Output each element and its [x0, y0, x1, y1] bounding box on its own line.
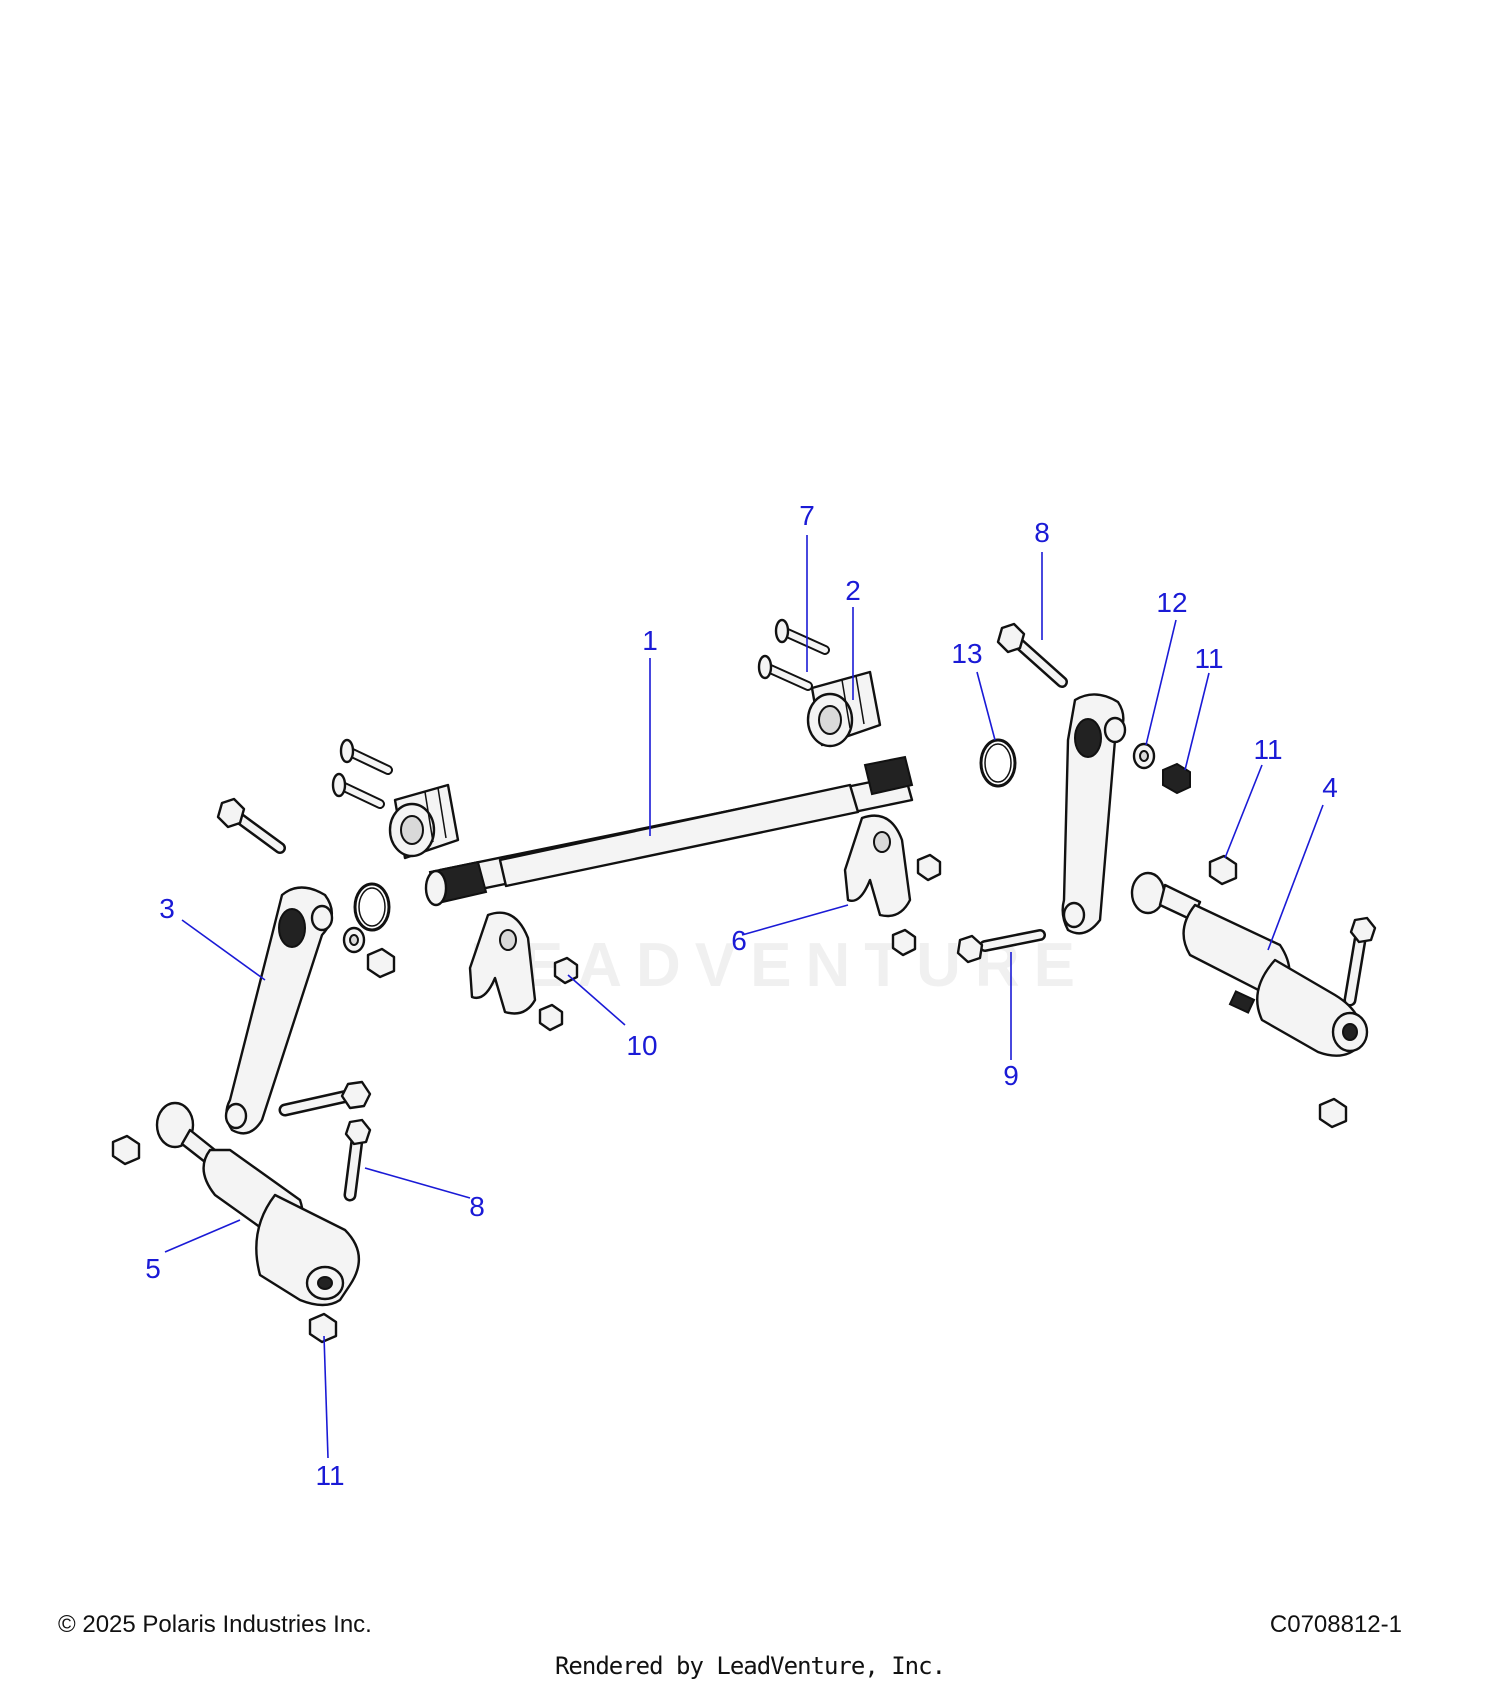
shock-bolt-left-horizontal[interactable] — [278, 1080, 372, 1117]
callout-9: 9 — [1003, 1060, 1019, 1091]
washer-right[interactable] — [1132, 742, 1156, 770]
leader-lines — [164, 535, 1324, 1459]
shock-bolt-left-vertical[interactable] — [343, 1118, 372, 1202]
callout-5: 5 — [145, 1253, 161, 1284]
diagram-code: C0708812-1 — [1269, 1611, 1402, 1638]
bushing-bolt-upper-right[interactable] — [774, 618, 830, 655]
rendered-by-text: Rendered by LeadVenture, Inc. — [554, 1652, 946, 1680]
callout-7: 7 — [799, 500, 815, 531]
callout-6: 6 — [731, 925, 747, 956]
callout-11-bottom: 11 — [315, 1460, 344, 1491]
lock-nut-shock-right-bottom[interactable] — [1318, 1097, 1348, 1129]
arm-bolt[interactable] — [956, 929, 1046, 964]
callout-labels: 1 2 3 4 5 6 7 8 8 9 10 11 11 11 12 13 — [145, 500, 1338, 1491]
bracket-nut-1[interactable] — [916, 853, 942, 882]
parts-diagram: 1 2 3 4 5 6 7 8 8 9 10 11 11 11 12 13 — [111, 500, 1377, 1491]
callout-1: 1 — [642, 625, 658, 656]
bushing-bolt-upper-left[interactable] — [339, 738, 393, 775]
copyright-text: © 2025 Polaris Industries Inc. — [58, 1611, 372, 1638]
bushing-bolt-lower-right[interactable] — [757, 654, 813, 691]
callout-3: 3 — [159, 893, 175, 924]
callout-2: 2 — [845, 575, 861, 606]
o-ring-right[interactable] — [979, 738, 1017, 788]
callout-12: 12 — [1156, 587, 1187, 618]
callout-8-top: 8 — [1034, 517, 1050, 548]
callout-8-bottom: 8 — [469, 1191, 485, 1222]
bushing-bolt-lower-left[interactable] — [331, 772, 385, 809]
bracket-right[interactable] — [843, 814, 912, 918]
shock-right[interactable] — [1130, 871, 1369, 1057]
callout-11-right: 11 — [1253, 734, 1282, 765]
bracket-left[interactable] — [468, 911, 537, 1015]
o-ring-left[interactable] — [353, 882, 391, 932]
link-bolt-upper-right[interactable] — [996, 622, 1068, 688]
bracket-nut-3[interactable] — [553, 956, 579, 985]
arm-left[interactable] — [224, 886, 334, 1135]
lock-nut-shock-right-top[interactable] — [1208, 854, 1238, 886]
bushing-right[interactable] — [806, 670, 882, 748]
shock-left[interactable] — [155, 1101, 361, 1307]
link-bolt-upper-left[interactable] — [216, 797, 286, 854]
washer-left[interactable] — [342, 926, 366, 954]
lock-nut-arm-right[interactable] — [1162, 762, 1191, 795]
arm-right[interactable] — [1061, 693, 1127, 935]
shock-bolt-right-vertical[interactable] — [1343, 916, 1377, 1007]
callout-11-upper: 11 — [1194, 643, 1223, 674]
bushing-left[interactable] — [388, 783, 460, 860]
bracket-nut-2[interactable] — [891, 928, 917, 957]
bracket-nut-4[interactable] — [538, 1003, 564, 1032]
stabilizer-bar[interactable] — [424, 755, 914, 907]
callout-4: 4 — [1322, 772, 1338, 803]
callout-10: 10 — [626, 1030, 657, 1061]
lock-nut-shock-left-top[interactable] — [111, 1134, 141, 1166]
callout-13: 13 — [951, 638, 982, 669]
lock-nut-arm-left[interactable] — [366, 947, 396, 979]
lock-nut-shock-left-bottom[interactable] — [308, 1312, 338, 1344]
